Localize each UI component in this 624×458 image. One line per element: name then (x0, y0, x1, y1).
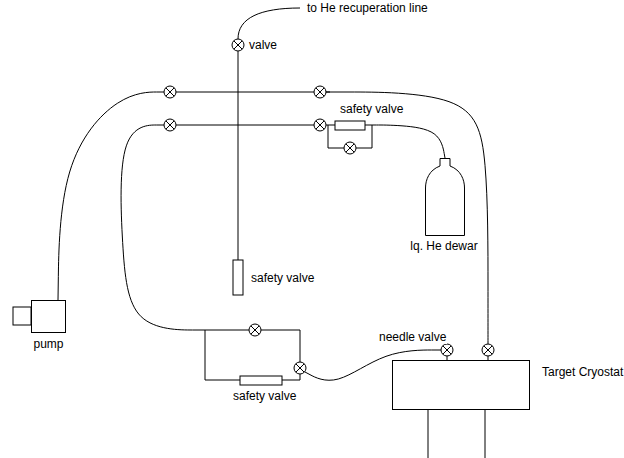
cryostat-leg (428, 410, 429, 458)
valve-cross (443, 346, 451, 354)
safety-valve-symbol (335, 121, 365, 130)
valve-cross (166, 121, 174, 129)
valve-symbol (294, 362, 306, 374)
valve-cross (251, 326, 259, 334)
valve-cross (316, 121, 324, 129)
node-label: pump (32, 337, 64, 351)
valve-circle (314, 86, 326, 98)
valve-cross (484, 346, 492, 354)
valve-symbol (249, 324, 261, 336)
valve-circle (232, 39, 244, 51)
safety-valve-symbol (240, 376, 282, 385)
valve-cross (234, 41, 242, 49)
cryostat-box: Target Cryostat (392, 360, 530, 410)
valve-cross (296, 364, 304, 372)
bypass-pipe (205, 330, 300, 380)
recuperation-pipe (238, 8, 300, 39)
cryostat-leg (485, 410, 486, 458)
valve-circle (164, 119, 176, 131)
safety-valve-label: safety valve (232, 389, 297, 403)
pipe-line (58, 92, 488, 360)
valve-cross (346, 144, 354, 152)
valve-circle (441, 344, 453, 356)
valve-circle (314, 119, 326, 131)
valve-circle (164, 86, 176, 98)
valve-symbol (314, 86, 326, 98)
valve-symbol (232, 39, 244, 51)
valve-symbol (482, 344, 494, 356)
safety-valve-symbol (233, 260, 243, 295)
valve-circle (294, 362, 306, 374)
valve-cross (166, 88, 174, 96)
valve-symbol (344, 142, 356, 154)
node-label: lq. He dewar (409, 239, 478, 253)
valve-symbol (164, 86, 176, 98)
node-label: Target Cryostat (541, 365, 624, 379)
pipe-destination-label: to He recuperation line (306, 1, 429, 15)
valve-label: valve (248, 38, 278, 52)
valve-cross (316, 88, 324, 96)
valve-symbol (164, 119, 176, 131)
dewar-vessel: lq. He dewar (425, 158, 465, 236)
recuperation-pipe (238, 51, 239, 260)
pump-box: pump (31, 300, 66, 333)
safety-valve-label: safety valve (250, 271, 315, 285)
valve-circle (249, 324, 261, 336)
pipe-line (121, 125, 447, 380)
dewar-shape (426, 159, 465, 236)
needle-valve-label: needle valve (378, 330, 447, 344)
valve-symbol (441, 344, 453, 356)
valve-circle (344, 142, 356, 154)
pump-motor (13, 307, 31, 325)
safety-valve-label: safety valve (339, 102, 404, 116)
dewar-outline (425, 158, 465, 236)
valve-symbol (314, 119, 326, 131)
valve-circle (482, 344, 494, 356)
